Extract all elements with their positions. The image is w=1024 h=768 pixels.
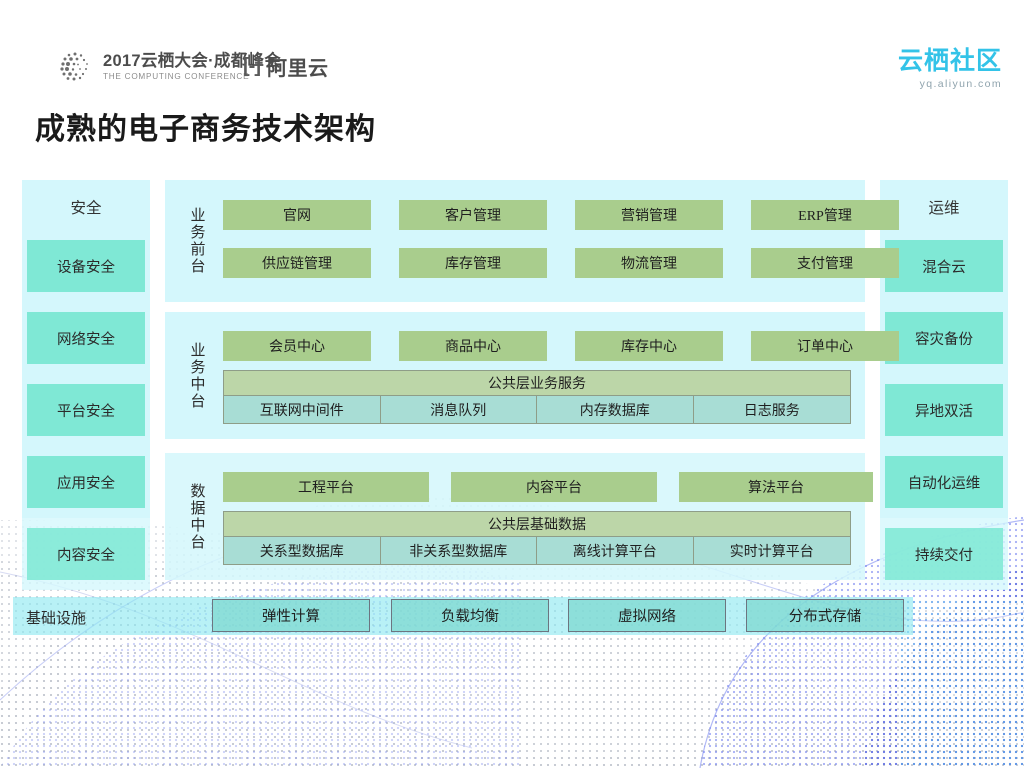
data-sub-0[interactable]: 关系型数据库	[224, 537, 381, 564]
front-row-0: 官网 客户管理 营销管理 ERP管理	[223, 200, 899, 230]
security-item-2[interactable]: 平台安全	[27, 384, 145, 436]
middle-sub-3[interactable]: 日志服务	[693, 396, 850, 423]
data-sub-1[interactable]: 非关系型数据库	[380, 537, 537, 564]
aliyun-label: 阿里云	[266, 58, 329, 80]
security-item-3[interactable]: 应用安全	[27, 456, 145, 508]
conference-mark-icon	[60, 52, 88, 81]
front-item-1-3[interactable]: 支付管理	[751, 248, 899, 278]
front-item-0-3[interactable]: ERP管理	[751, 200, 899, 230]
data-row-0: 工程平台 内容平台 算法平台	[223, 472, 873, 502]
infrastructure-label: 基础设施	[26, 611, 87, 627]
page-title: 成熟的电子商务技术架构	[35, 113, 376, 146]
front-row-1: 供应链管理 库存管理 物流管理 支付管理	[223, 248, 899, 278]
middle-item-0-1[interactable]: 商品中心	[399, 331, 547, 361]
data-subrow: 关系型数据库 非关系型数据库 离线计算平台 实时计算平台	[223, 537, 851, 565]
front-item-1-0[interactable]: 供应链管理	[223, 248, 371, 278]
middle-item-0-2[interactable]: 库存中心	[575, 331, 723, 361]
operations-item-1[interactable]: 容灾备份	[885, 312, 1003, 364]
middle-row-0: 会员中心 商品中心 库存中心 订单中心	[223, 331, 899, 361]
security-item-1[interactable]: 网络安全	[27, 312, 145, 364]
middle-sub-1[interactable]: 消息队列	[380, 396, 537, 423]
conference-name-cn: 2017云栖大会·成都峰会	[103, 52, 282, 71]
data-item-0-2[interactable]: 算法平台	[679, 472, 873, 502]
section-business-front: 业务前台 官网 客户管理 营销管理 ERP管理 供应链管理 库存管理 物流管理 …	[165, 180, 899, 302]
conference-name-en: THE COMPUTING CONFERENCE	[103, 71, 250, 81]
conference-text: 2017云栖大会·成都峰会 THE COMPUTING CONFERENCE	[103, 53, 281, 81]
operations-head-panel	[880, 180, 1008, 230]
data-band: 公共层基础数据	[223, 511, 851, 537]
security-item-4[interactable]: 内容安全	[27, 528, 145, 580]
operations-item-0[interactable]: 混合云	[885, 240, 1003, 292]
operations-column-title: 运维	[928, 200, 960, 217]
operations-item-2[interactable]: 异地双活	[885, 384, 1003, 436]
front-item-0-2[interactable]: 营销管理	[575, 200, 723, 230]
infrastructure-item-0[interactable]: 弹性计算	[212, 599, 370, 632]
front-item-1-1[interactable]: 库存管理	[399, 248, 547, 278]
infrastructure-item-1[interactable]: 负载均衡	[391, 599, 549, 632]
data-item-0-0[interactable]: 工程平台	[223, 472, 429, 502]
operations-item-4[interactable]: 持续交付	[885, 528, 1003, 580]
section-label-business-front: 业务前台	[188, 207, 205, 275]
middle-band: 公共层业务服务	[223, 370, 851, 396]
yunqi-community-logo: 云栖社区 yq.aliyun.com	[897, 47, 1002, 90]
conference-logo: 2017云栖大会·成都峰会 THE COMPUTING CONFERENCE	[58, 50, 281, 84]
front-item-0-0[interactable]: 官网	[223, 200, 371, 230]
middle-item-0-0[interactable]: 会员中心	[223, 331, 371, 361]
community-url: yq.aliyun.com	[919, 77, 1002, 90]
page-header: 2017云栖大会·成都峰会 THE COMPUTING CONFERENCE […	[0, 0, 1024, 100]
front-item-1-2[interactable]: 物流管理	[575, 248, 723, 278]
section-label-business-middle: 业务中台	[188, 341, 205, 410]
section-business-middle: 业务中台 会员中心 商品中心 库存中心 订单中心 公共层业务服务 互联网中间件 …	[165, 312, 899, 439]
security-head-panel	[22, 180, 150, 230]
aliyun-logo-icon: [-]	[243, 55, 261, 77]
security-item-0[interactable]: 设备安全	[27, 240, 145, 292]
data-sub-3[interactable]: 实时计算平台	[693, 537, 850, 564]
front-item-0-1[interactable]: 客户管理	[399, 200, 547, 230]
security-column-title: 安全	[70, 200, 102, 217]
infrastructure-item-2[interactable]: 虚拟网络	[568, 599, 726, 632]
operations-item-3[interactable]: 自动化运维	[885, 456, 1003, 508]
data-sub-2[interactable]: 离线计算平台	[537, 537, 694, 564]
section-label-data-middle: 数据中台	[188, 482, 205, 551]
middle-item-0-3[interactable]: 订单中心	[751, 331, 899, 361]
middle-sub-0[interactable]: 互联网中间件	[224, 396, 381, 423]
data-item-0-1[interactable]: 内容平台	[451, 472, 657, 502]
middle-sub-2[interactable]: 内存数据库	[537, 396, 694, 423]
aliyun-logo: [-] 阿里云	[243, 52, 328, 81]
infrastructure-item-3[interactable]: 分布式存储	[746, 599, 904, 632]
middle-subrow: 互联网中间件 消息队列 内存数据库 日志服务	[223, 396, 851, 424]
community-label: 云栖社区	[897, 47, 1002, 75]
section-data-middle: 数据中台 工程平台 内容平台 算法平台 公共层基础数据 关系型数据库 非关系型数…	[165, 453, 873, 580]
